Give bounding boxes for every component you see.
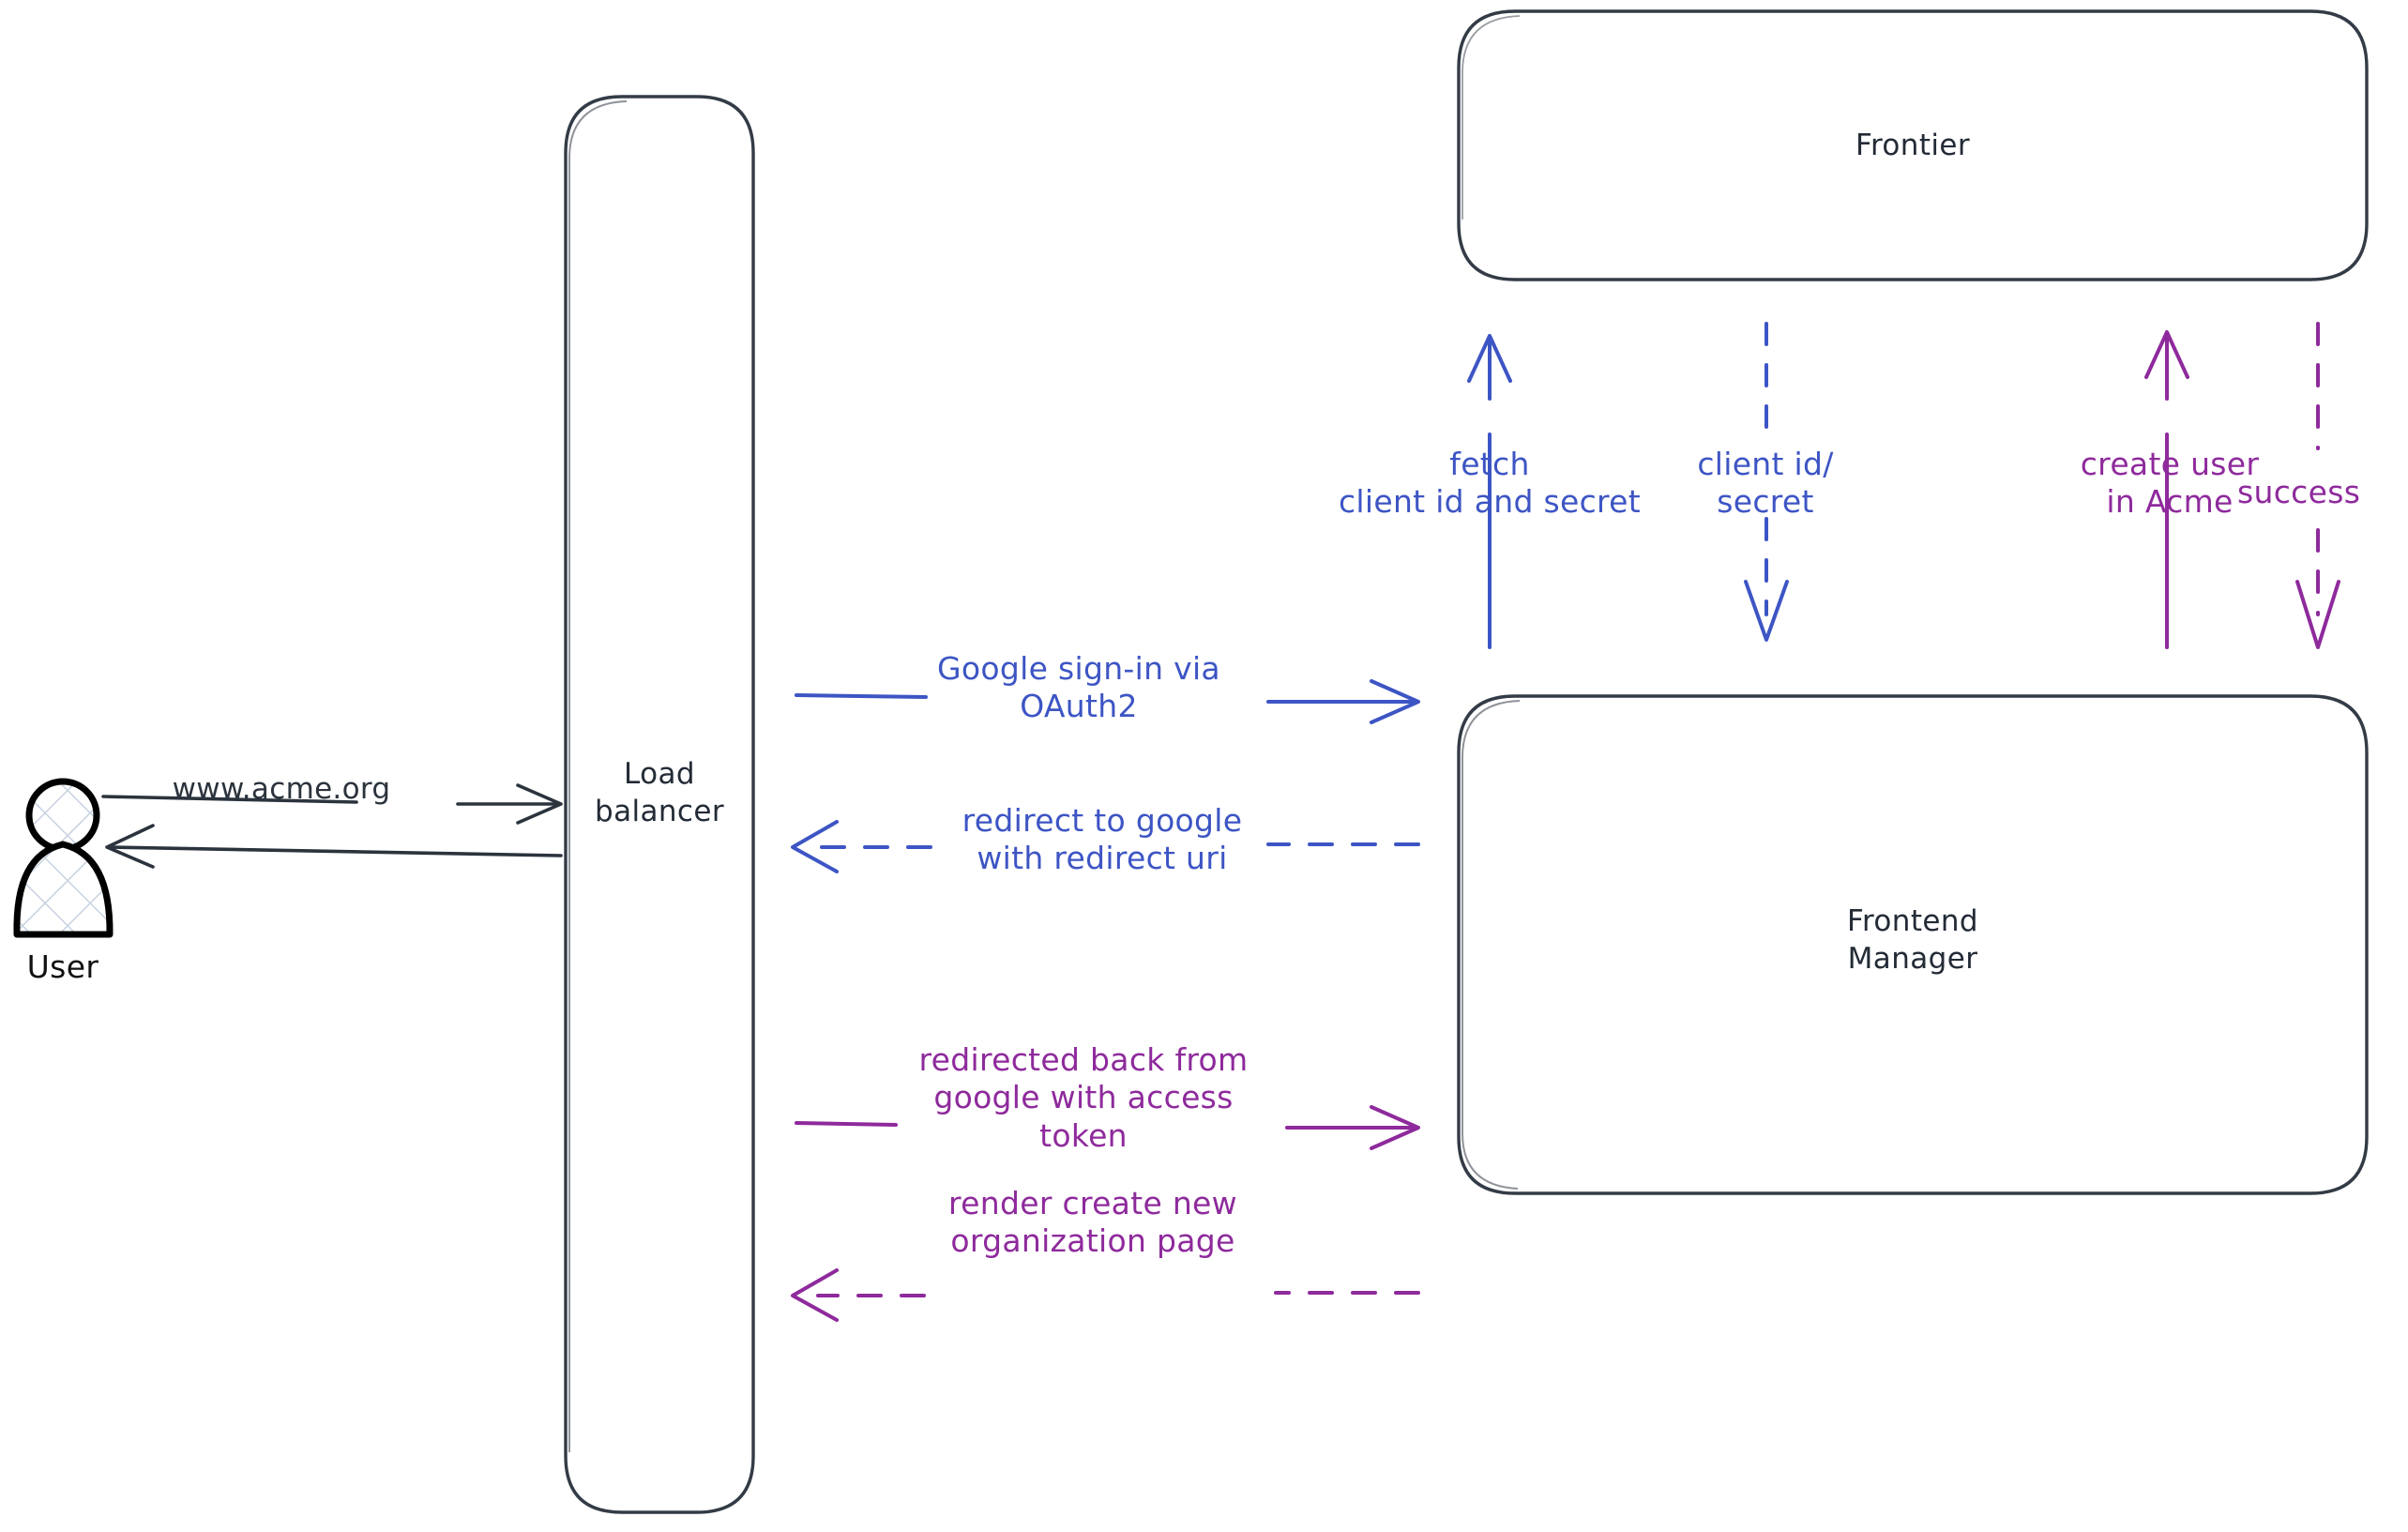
actor-user-icon[interactable] — [13, 778, 114, 938]
edge-fm-to-lb-redirect — [791, 820, 1420, 873]
node-frontier[interactable] — [1457, 9, 2369, 281]
edge-frontier-to-fm-success — [2295, 322, 2340, 649]
edge-lb-to-user — [105, 824, 563, 869]
edge-user-to-lb — [101, 783, 563, 825]
edge-frontier-to-fm-creds — [1744, 322, 1789, 642]
edge-fm-to-lb-render — [791, 1268, 1420, 1322]
node-load-balancer[interactable] — [564, 95, 755, 1514]
edge-lb-to-fm-token — [795, 1105, 1420, 1150]
edge-fm-to-frontier-fetch — [1467, 334, 1512, 649]
edge-lb-to-fm-signin — [795, 679, 1420, 724]
node-frontend-manager[interactable] — [1457, 694, 2369, 1195]
edge-fm-to-frontier-create — [2144, 330, 2189, 649]
